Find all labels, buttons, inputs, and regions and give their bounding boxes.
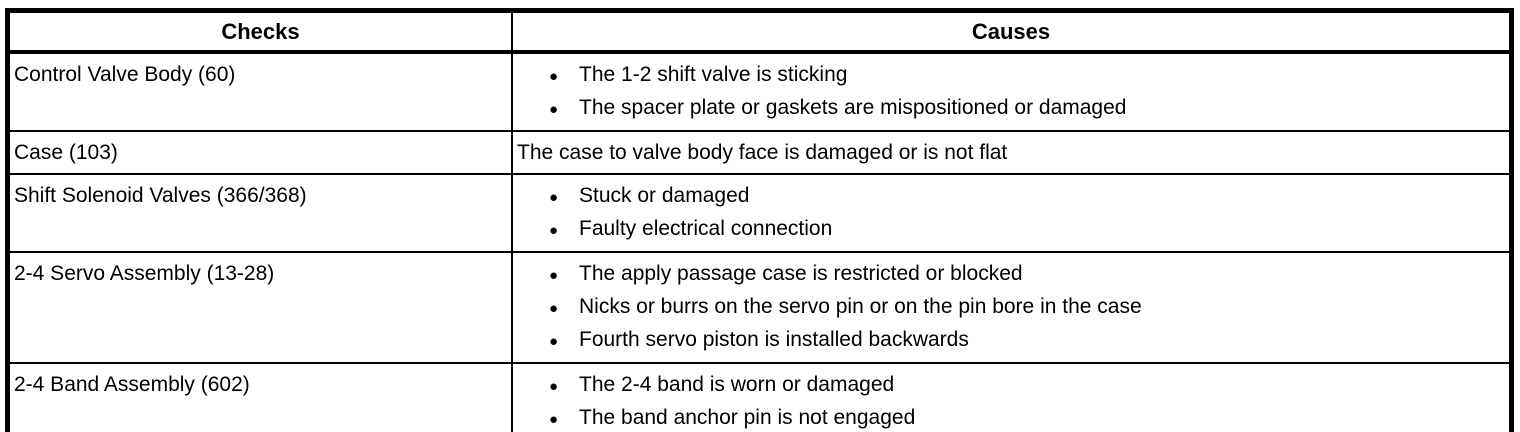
cause-text: The case to valve body face is damaged o… (517, 141, 1008, 164)
cause-item: ● The apply passage case is restricted or… (513, 258, 1505, 291)
cause-text: The apply passage case is restricted or … (579, 262, 1023, 285)
causes-cell: ● The 1-2 shift valve is sticking ● The spa… (511, 51, 1513, 132)
table-row: Control Valve Body (60) ● The 1-2 shift va… (6, 51, 1513, 132)
bullet-icon: ● (549, 411, 559, 428)
cause-item: ● The 2-4 band is worn or damaged (513, 369, 1505, 402)
causes-cell: ● Stuck or damaged ● Faulty electrical conn… (511, 173, 1513, 253)
cause-item: ● Nicks or burrs on the servo pin or on t… (513, 291, 1505, 324)
causes-column-header: Causes (511, 9, 1513, 54)
cause-text: Fourth servo piston is installed backwar… (579, 328, 969, 351)
checks-causes-table: Checks Causes Control Valve Body (60) ● Th… (5, 8, 1514, 432)
cause-item: ● The spacer plate or gaskets are misposi… (513, 92, 1505, 125)
cause-item: ● Fourth servo piston is installed backwa… (513, 324, 1505, 357)
bullet-icon: ● (549, 222, 559, 239)
bullet-icon: ● (549, 101, 559, 118)
check-cell: 2-4 Band Assembly (602) (6, 362, 513, 432)
bullet-icon: ● (549, 300, 559, 317)
cause-text: The band anchor pin is not engaged (579, 406, 916, 429)
checks-column-header: Checks (6, 9, 513, 54)
cause-text: The 2-4 band is worn or damaged (579, 373, 895, 396)
cause-text: Faulty electrical connection (579, 217, 833, 240)
bullet-icon: ● (549, 68, 559, 85)
cause-text: The 1-2 shift valve is sticking (579, 63, 848, 86)
header-row: Checks Causes (6, 9, 1513, 54)
check-cell: Case (103) (6, 130, 513, 175)
causes-cell: The case to valve body face is damaged o… (511, 130, 1513, 175)
bullet-icon: ● (549, 378, 559, 395)
cause-item: ● Stuck or damaged (513, 180, 1505, 213)
cause-text: Nicks or burrs on the servo pin or on th… (579, 295, 1142, 318)
cause-text: Stuck or damaged (579, 184, 750, 207)
check-cell: Control Valve Body (60) (6, 51, 513, 132)
bullet-icon: ● (549, 333, 559, 350)
cause-item: ● The band anchor pin is not engaged (513, 402, 1505, 432)
table-row: 2-4 Servo Assembly (13-28) ● The apply pas… (6, 251, 1513, 364)
cause-item: ● The 1-2 shift valve is sticking (513, 59, 1505, 92)
table-row: Case (103)The case to valve body face is… (6, 130, 1513, 175)
cause-text: The spacer plate or gaskets are misposit… (579, 96, 1127, 119)
bullet-icon: ● (549, 267, 559, 284)
bullet-icon: ● (549, 189, 559, 206)
table-header: Checks Causes (6, 9, 1513, 54)
check-cell: Shift Solenoid Valves (366/368) (6, 173, 513, 253)
table-body: Control Valve Body (60) ● The 1-2 shift va… (6, 51, 1513, 432)
causes-cell: ● The apply passage case is restricted or… (511, 251, 1513, 364)
cause-item: The case to valve body face is damaged o… (513, 137, 1505, 168)
cause-item: ● Faulty electrical connection (513, 213, 1505, 246)
table-row: 2-4 Band Assembly (602) ● The 2-4 band is … (6, 362, 1513, 432)
check-cell: 2-4 Servo Assembly (13-28) (6, 251, 513, 364)
causes-cell: ● The 2-4 band is worn or damaged ● The ban… (511, 362, 1513, 432)
table-row: Shift Solenoid Valves (366/368) ● Stuck or… (6, 173, 1513, 253)
